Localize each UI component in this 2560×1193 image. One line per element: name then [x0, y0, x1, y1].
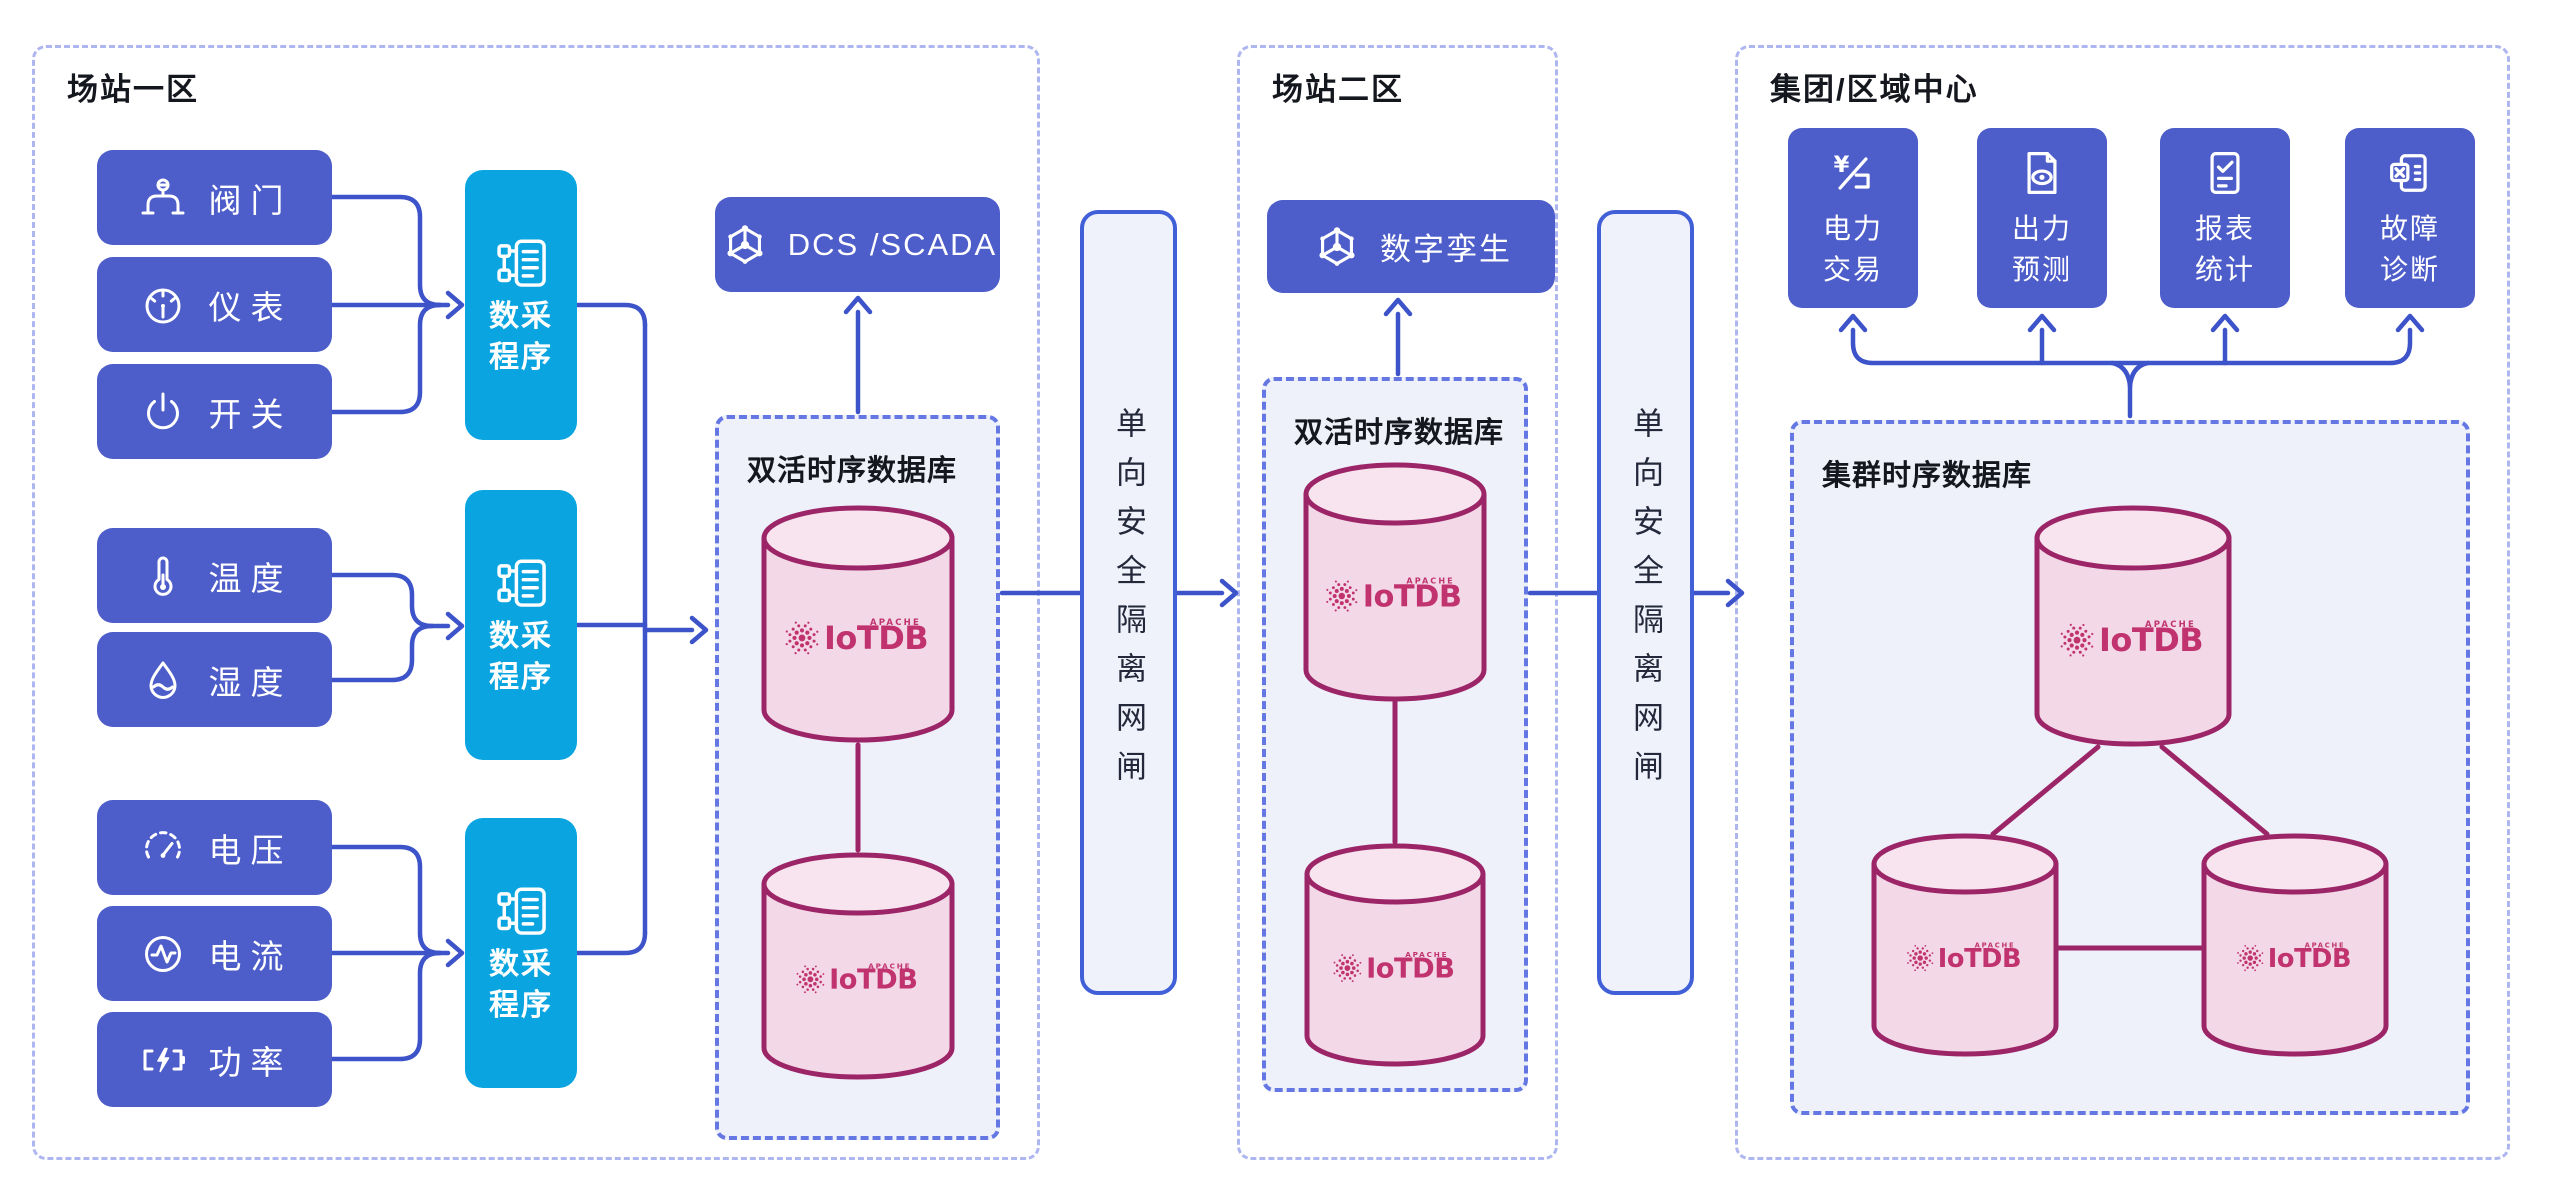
sensor-battery[interactable]: 功率 — [97, 1012, 332, 1107]
voltmeter-icon — [144, 830, 181, 858]
collector-icon — [497, 559, 546, 607]
app-label: 出力预测 — [2011, 213, 2072, 285]
app-forecast-doc[interactable]: 出力预测 — [1977, 128, 2107, 308]
currency-trade-icon: ¥ — [1834, 152, 1870, 191]
twin-icon-slot — [1310, 220, 1364, 274]
sensor-label: 功率 — [208, 1043, 293, 1081]
forecast-doc-icon — [2027, 152, 2057, 195]
dcs-icon-slot — [718, 218, 772, 272]
app-diagnosis[interactable]: 故障诊断 — [2345, 128, 2475, 308]
thermometer-icon — [153, 556, 172, 596]
cluster-tsdb-title: 集群时序数据库 — [1822, 460, 2033, 492]
sensor-label: 电流 — [208, 937, 293, 975]
sensor-label: 开关 — [208, 395, 293, 433]
collector-icon — [497, 239, 546, 287]
collector-label: 数采程序 — [489, 299, 553, 374]
zone-station-1: 场站一区 — [32, 45, 1040, 1160]
cluster-tsdb-box: 集群时序数据库 — [1790, 420, 2470, 1115]
gateway-2-label: 单向安全隔离网闸 — [1628, 406, 1663, 799]
valve-icon — [141, 178, 184, 214]
sensor-thermometer[interactable]: 温度 — [97, 528, 332, 623]
power-icon — [146, 392, 179, 429]
one-way-isolation-gateway-2: 单向安全隔离网闸 — [1597, 210, 1694, 995]
diagnosis-icon — [2390, 154, 2427, 193]
sensor-droplet[interactable]: 湿度 — [97, 632, 332, 727]
sensor-label: 湿度 — [208, 663, 293, 701]
sensor-label: 电压 — [208, 831, 293, 869]
dcs-scada-label: DCS /SCADA — [787, 226, 998, 262]
one-way-isolation-gateway-1: 单向安全隔离网闸 — [1080, 210, 1177, 995]
sensor-waveform[interactable]: 电流 — [97, 906, 332, 1001]
zone-title-station-2: 场站二区 — [1272, 72, 1404, 107]
zone-title-station-1: 场站一区 — [67, 72, 199, 107]
dual-active-tsdb-title-1: 双活时序数据库 — [747, 455, 958, 487]
sensor-gauge[interactable]: 仪表 — [97, 257, 332, 352]
app-report-check[interactable]: 报表统计 — [2160, 128, 2290, 308]
collector-label: 数采程序 — [489, 947, 553, 1022]
sensor-power[interactable]: 开关 — [97, 364, 332, 459]
app-label: 电力交易 — [1822, 213, 1883, 285]
app-label: 报表统计 — [2194, 213, 2255, 285]
zone-station-2: 场站二区 — [1237, 45, 1558, 1160]
gateway-1-label: 单向安全隔离网闸 — [1111, 406, 1146, 799]
network-icon — [1319, 226, 1355, 266]
sensor-label: 温度 — [208, 559, 293, 597]
waveform-icon — [144, 935, 181, 972]
sensor-valve[interactable]: 阀门 — [97, 150, 332, 245]
gauge-icon — [145, 288, 180, 323]
dcs-scada-node[interactable]: DCS /SCADA — [715, 197, 1000, 292]
collector-node-3[interactable]: 数采程序 — [465, 818, 577, 1088]
dual-active-tsdb-title-2: 双活时序数据库 — [1294, 417, 1505, 449]
report-check-icon — [2210, 152, 2240, 195]
collector-label: 数采程序 — [489, 619, 553, 694]
digital-twin-label: 数字孪生 — [1380, 232, 1512, 267]
dual-active-tsdb-box-1: 双活时序数据库 — [715, 415, 1000, 1140]
app-currency-trade[interactable]: ¥ 电力交易 — [1788, 128, 1918, 308]
zone-title-group-center: 集团/区域中心 — [1770, 72, 1979, 107]
collector-icon — [497, 887, 546, 935]
digital-twin-node[interactable]: 数字孪生 — [1267, 200, 1555, 293]
battery-icon — [143, 1047, 185, 1072]
dual-active-tsdb-box-2: 双活时序数据库 — [1262, 377, 1528, 1092]
droplet-icon — [149, 661, 176, 699]
collector-node-1[interactable]: 数采程序 — [465, 170, 577, 440]
sensor-voltmeter[interactable]: 电压 — [97, 800, 332, 895]
sensor-label: 仪表 — [208, 288, 293, 326]
app-label: 故障诊断 — [2379, 213, 2440, 285]
svg-text:¥: ¥ — [1834, 152, 1850, 178]
sensor-label: 阀门 — [208, 181, 293, 219]
collector-node-2[interactable]: 数采程序 — [465, 490, 577, 760]
network-icon — [727, 224, 763, 264]
